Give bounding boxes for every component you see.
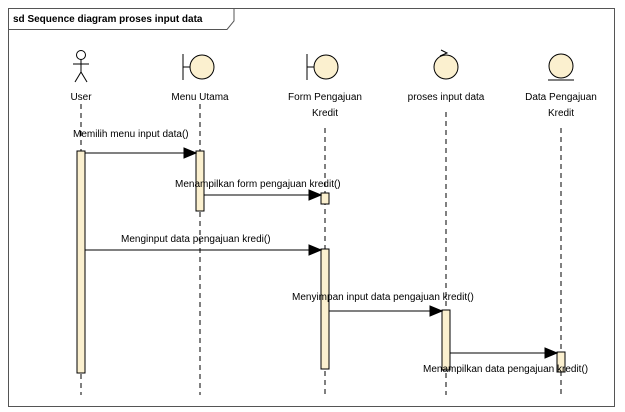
boundary-form-pengajuan-icon xyxy=(306,54,339,80)
messages xyxy=(85,147,559,359)
lifeline-label-user: User xyxy=(70,92,92,103)
lifeline-label-proses-input-data: proses input data xyxy=(408,92,485,103)
lifeline-label-form-line2: Kredit xyxy=(312,108,338,119)
lifeline-label-form-line1: Form Pengajuan xyxy=(288,92,362,103)
diagram-frame xyxy=(8,8,615,407)
message-label-3: Menginput data pengajuan kredi() xyxy=(121,234,271,245)
message-arrowhead-1 xyxy=(183,147,198,159)
lifeline-label-data-line2: Kredit xyxy=(548,108,574,119)
frame-title: sd Sequence diagram proses input data xyxy=(13,14,203,25)
message-arrowhead-5 xyxy=(544,347,559,359)
message-arrowhead-2 xyxy=(308,189,323,201)
activation-data-pengajuan xyxy=(556,351,566,373)
boundary-menu-utama-icon xyxy=(182,54,215,80)
message-label-2: Menampilkan form pengajuan kredit() xyxy=(175,179,341,190)
message-label-5: Menampilkan data pengajuan kredit() xyxy=(423,364,588,375)
activation-form-1 xyxy=(320,192,330,205)
activation-user xyxy=(76,150,86,374)
control-proses-input-icon xyxy=(433,49,459,80)
message-arrowhead-4 xyxy=(429,305,444,317)
activation-proses-input xyxy=(441,309,451,371)
frame-title-tab xyxy=(8,8,235,30)
message-arrowhead-3 xyxy=(308,244,323,256)
lifeline-label-menu-utama: Menu Utama xyxy=(171,92,229,103)
entity-data-pengajuan-icon xyxy=(548,53,574,81)
actor-user-icon xyxy=(73,50,89,83)
activation-menu-utama xyxy=(195,150,205,212)
message-label-1: Memilih menu input data() xyxy=(73,129,189,140)
message-label-4: Menyimpan input data pengajuan kredit() xyxy=(292,292,474,303)
lifeline-label-data-line1: Data Pengajuan xyxy=(525,92,597,103)
activations xyxy=(76,150,566,374)
activation-form-2 xyxy=(320,248,330,370)
